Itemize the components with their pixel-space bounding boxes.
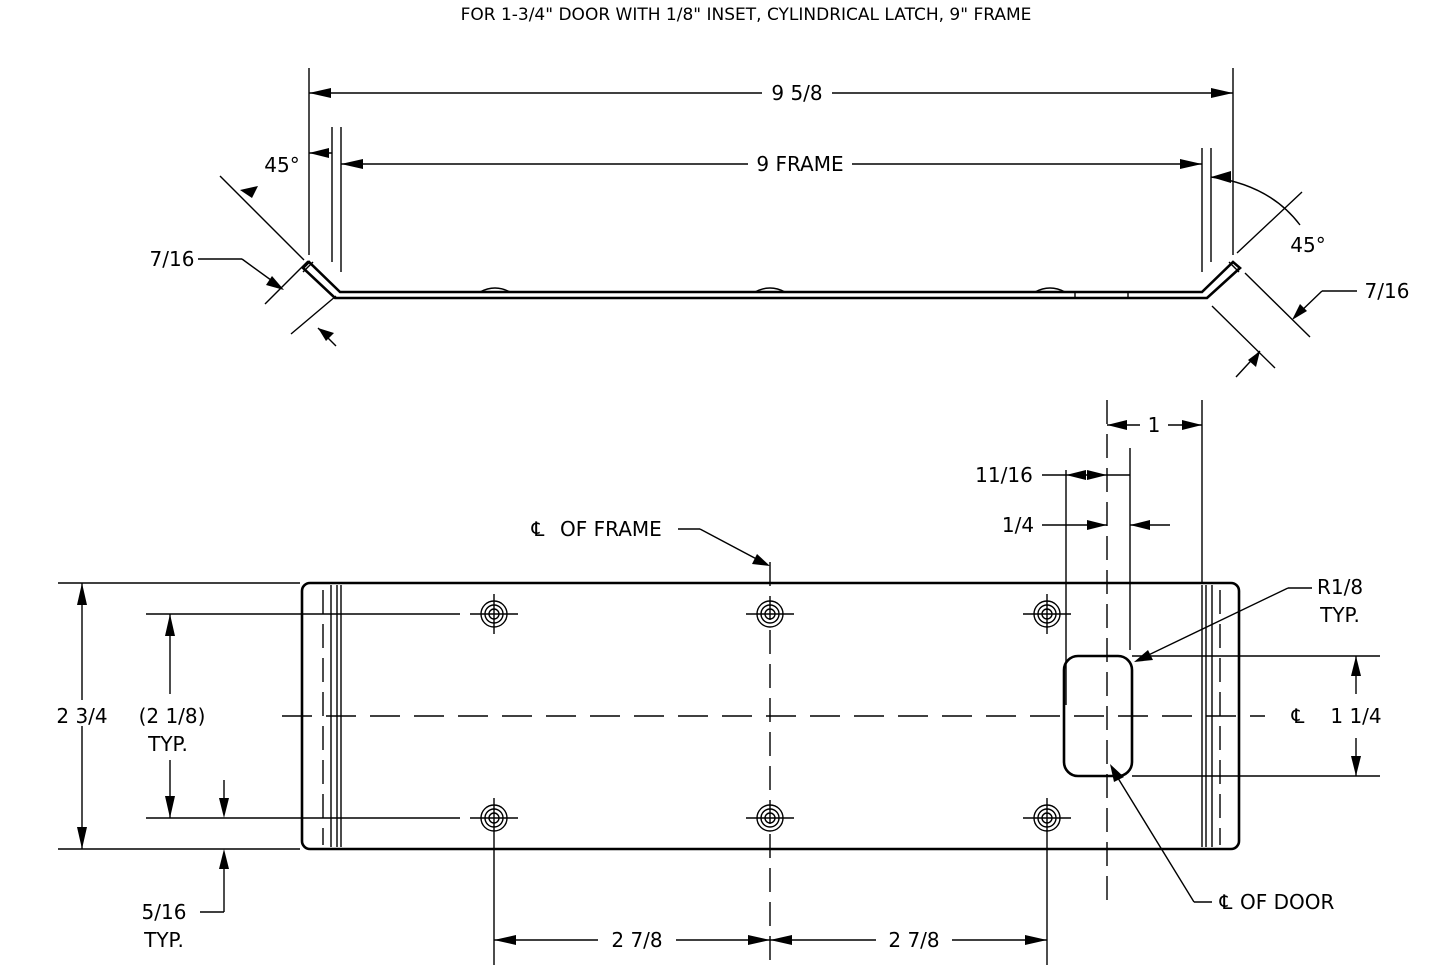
frame-width-label: 9 FRAME (756, 152, 843, 176)
lip-left-label: 7/16 (150, 247, 195, 271)
door-centerline-label: OF DOOR (1240, 890, 1334, 914)
dim-1-4-label: 1/4 (1002, 513, 1034, 537)
height-overall-label: 2 3/4 (56, 704, 107, 728)
screw-hole (746, 600, 794, 628)
cutout-height-label: 1 1/4 (1330, 704, 1381, 728)
hole-spacing-v-typ-label: TYP. (147, 732, 188, 756)
cutout-center-symbol: ℄ (1291, 704, 1305, 728)
plan-view: ℄ OF FRAME 1 11/16 1/4 R1/8 TYP. (52, 400, 1382, 968)
dim-1-label: 1 (1148, 413, 1161, 437)
radius-typ-label: TYP. (1319, 603, 1360, 627)
screw-hole (1023, 798, 1071, 838)
edge-offset-label: 5/16 (142, 900, 187, 924)
screw-holes (470, 594, 1071, 838)
screw-hole (470, 594, 518, 634)
drawing-title: FOR 1-3/4" DOOR WITH 1/8" INSET, CYLINDR… (461, 5, 1032, 25)
hole-spacing-v-label: (2 1/8) (139, 704, 206, 728)
frame-centerline-symbol: ℄ (531, 517, 545, 541)
top-view: 9 5/8 9 FRAME 45° 7/16 (150, 68, 1410, 378)
radius-label: R1/8 (1317, 575, 1363, 599)
hole-spacing-h-left-label: 2 7/8 (611, 928, 662, 952)
angle-right-label: 45° (1290, 233, 1325, 257)
screw-hole (746, 804, 794, 832)
dim-11-16-label: 11/16 (975, 463, 1033, 487)
lip-right-label: 7/16 (1365, 279, 1410, 303)
screw-hole (1023, 594, 1071, 634)
door-centerline-symbol: ℄ (1219, 890, 1233, 914)
overall-width-label: 9 5/8 (771, 81, 822, 105)
hole-spacing-h-right-label: 2 7/8 (888, 928, 939, 952)
screw-hole (470, 798, 518, 838)
plate-profile (301, 260, 1242, 300)
edge-offset-typ-label: TYP. (143, 928, 184, 952)
angle-left-label: 45° (264, 153, 299, 177)
frame-centerline-label: OF FRAME (560, 517, 662, 541)
latch-cutout (1062, 654, 1134, 778)
